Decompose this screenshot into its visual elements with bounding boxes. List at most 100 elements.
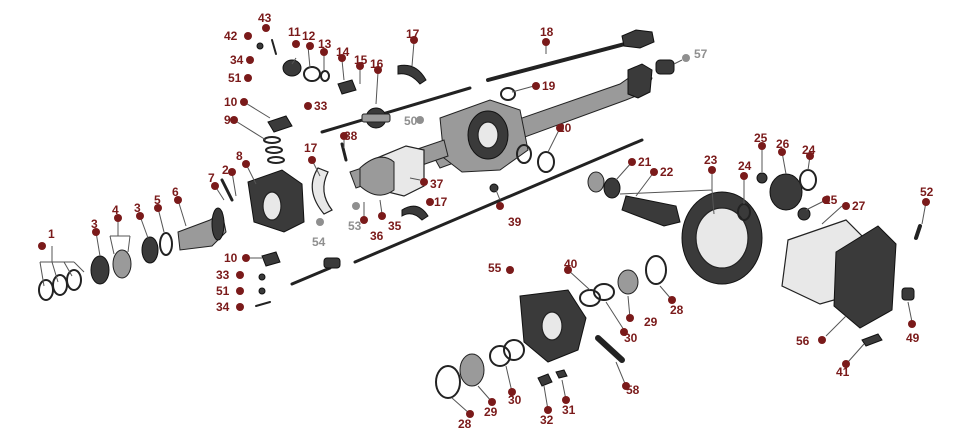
bolt-41-part [861,333,883,347]
callout-dot-15 [356,62,364,70]
callout-label-41: 41 [836,365,850,379]
bearing-4-part [112,249,132,279]
callout-label-14: 14 [336,45,350,59]
callout-dot-51a [244,74,252,82]
washer-24b-part [799,169,817,191]
callout-label-55: 55 [488,261,502,275]
callout-dot-23 [708,166,716,174]
callout-label-11: 11 [288,25,301,39]
callout-dot-3a [92,228,100,236]
callout-dot-25b [822,196,830,204]
callout-dot-30b [620,328,628,336]
gear-25a-part [756,172,768,184]
diff-cover-part [833,225,897,329]
callout-label-25a: 25 [754,131,768,145]
callout-dot-43 [262,24,270,32]
callout-label-7: 7 [208,171,215,185]
pinion-bearing-b-part [603,177,621,199]
callout-dot-17b [308,156,316,164]
callout-label-36: 36 [370,229,384,243]
callout-label-13: 13 [318,37,332,51]
callout-dot-1 [38,242,46,250]
callout-dot-29a [488,398,496,406]
callout-dot-8 [242,160,250,168]
callout-label-23: 23 [704,153,718,167]
callout-label-18: 18 [540,25,554,39]
part-7 [220,178,234,202]
callout-label-42: 42 [224,29,238,43]
callout-label-24b: 24 [802,143,816,157]
shim-30a-part [489,345,511,367]
callout-dot-9 [230,116,238,124]
shim-9c-part [267,156,285,164]
bolt-43-part [271,39,277,55]
bearing-3-part [90,255,110,285]
callout-label-6: 6 [172,185,179,199]
callout-label-3a: 3 [91,217,98,231]
callout-label-29a: 29 [484,405,498,419]
tie-rod-end-part [323,257,341,269]
callout-dot-56 [818,336,826,344]
spindle-flange-part [211,207,225,241]
callout-label-17a: 17 [406,27,420,41]
callout-dot-13 [320,48,328,56]
callout-dot-11 [292,40,300,48]
callout-label-37: 37 [430,177,444,191]
callout-label-43: 43 [258,11,272,25]
carrier-bore-inner-part [477,121,499,149]
part-34-lower [255,301,271,307]
inner-axle-shaft-part [320,86,472,134]
upper-ball-socket-part [267,115,293,133]
callout-label-19: 19 [542,79,556,93]
callout-label-9: 9 [224,113,231,127]
callout-label-53: 53 [348,219,362,233]
callout-label-49: 49 [906,331,920,345]
shim-9b-part [265,146,283,154]
callout-dot-30a [508,388,516,396]
knuckle-bore-part [262,191,282,221]
callout-label-8: 8 [236,149,243,163]
callout-label-12: 12 [302,29,316,43]
callout-dot-19 [532,82,540,90]
shield-17-top-part [397,64,427,85]
callout-label-34a: 34 [230,53,244,67]
callout-label-27: 27 [852,199,866,213]
callout-label-32: 32 [540,413,554,427]
callout-dot-25a [758,142,766,150]
callout-label-33b: 33 [216,268,230,282]
parts-layer [38,29,922,399]
callout-label-15: 15 [354,53,368,67]
callout-dot-22 [650,168,658,176]
callout-label-33a: 33 [314,99,328,113]
bearing-29a-part [459,353,485,387]
seal-ring-1c-part [66,269,82,291]
callout-dot-34b [236,303,244,311]
callout-dot-28b [668,296,676,304]
ring-20a-part [516,144,532,164]
shim-30b-part [503,339,525,361]
callout-dot-34a [246,56,254,64]
callout-label-57: 57 [694,47,708,61]
callout-label-40: 40 [564,257,578,271]
callout-dot-52 [922,198,930,206]
callout-dot-3b [136,212,144,220]
diff-case-bore-part [541,311,563,341]
part-14 [337,79,357,95]
cup-28b-part [645,255,667,285]
callout-label-2: 2 [222,163,229,177]
callout-dot-28a [466,410,474,418]
callout-label-5: 5 [154,193,161,207]
bolt-42-part [256,42,264,50]
callout-label-30b: 30 [624,331,638,345]
callout-dot-38 [340,132,348,140]
callout-label-22: 22 [660,165,674,179]
callout-dot-17a [410,36,418,44]
pinion-gear-part [621,195,681,227]
bushing-57-part [655,59,675,75]
spider-gear-26-part [769,173,803,211]
callout-dot-36 [360,216,368,224]
shield-54-part [311,167,333,215]
callout-dot-16 [374,66,382,74]
ring-13-part [320,70,330,82]
